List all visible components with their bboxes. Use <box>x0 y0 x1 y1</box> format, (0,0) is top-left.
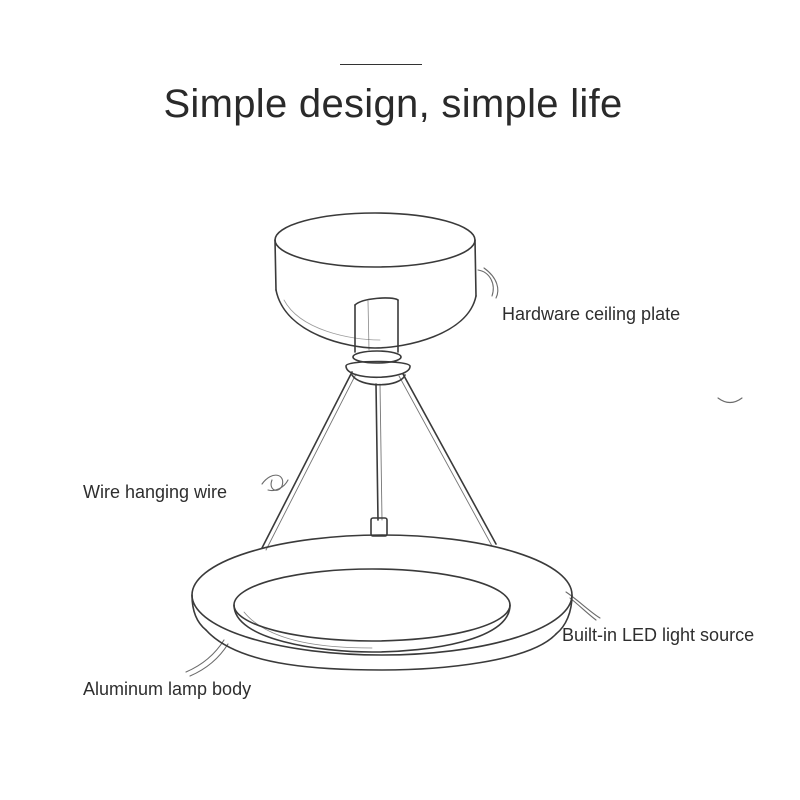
header-rule <box>340 64 422 65</box>
callout-marks <box>185 267 743 677</box>
canopy-connector <box>345 297 411 386</box>
callout-hanging-wire: Wire hanging wire <box>83 482 228 502</box>
ring-lamp-body <box>191 534 573 671</box>
hanging-wires <box>261 371 497 551</box>
callout-lamp-body: Aluminum lamp body <box>83 679 252 699</box>
page-title: Simple design, simple life <box>163 82 623 126</box>
callout-ceiling-plate: Hardware ceiling plate <box>502 304 681 324</box>
callout-led-light-source: Built-in LED light source <box>562 625 755 645</box>
ceiling-plate <box>274 212 477 349</box>
wire-connector <box>370 517 388 537</box>
